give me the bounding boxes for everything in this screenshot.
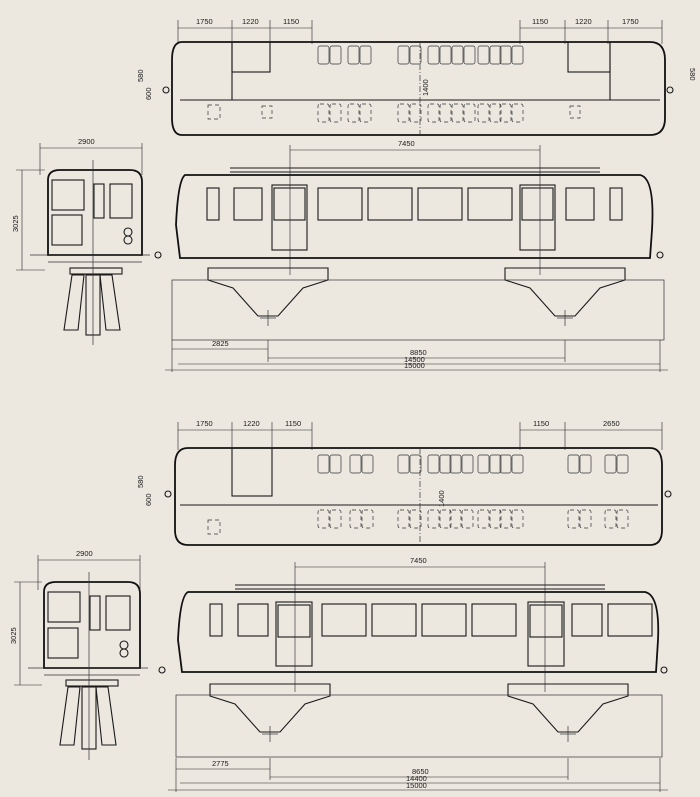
front-dimensions-upper: 2900 3025 bbox=[11, 137, 143, 271]
side-dimensions-lower: 2775 8650 14400 15000 bbox=[168, 758, 668, 792]
dim-1220: 1220 bbox=[242, 17, 259, 26]
dim-7450-lower: 7450 bbox=[410, 556, 427, 565]
dim-15000-lower: 15000 bbox=[406, 781, 427, 790]
side-view-lower: 7450 bbox=[158, 556, 668, 758]
dim-600-lower: 600 bbox=[144, 493, 153, 506]
dim-1220-lower: 1220 bbox=[243, 419, 260, 428]
dim-1750-lower: 1750 bbox=[196, 419, 213, 428]
dim-1400: 1400 bbox=[421, 79, 430, 96]
dim-1400-lower: 1400 bbox=[437, 490, 446, 507]
dim-580-left: 580 bbox=[136, 69, 145, 82]
dim-2650: 2650 bbox=[603, 419, 620, 428]
plan-dimensions-lower: 1750 1220 1150 1150 2650 580 600 1400 bbox=[136, 419, 663, 507]
dim-580-right: 580 bbox=[688, 68, 697, 81]
dim-2775: 2775 bbox=[212, 759, 229, 768]
dim-14400: 14400 bbox=[406, 774, 427, 783]
side-view-upper: 7450 bbox=[154, 139, 665, 341]
plan-view-lower bbox=[164, 447, 672, 546]
dim-2900-lower: 2900 bbox=[76, 549, 93, 558]
dim-600: 600 bbox=[144, 87, 153, 100]
dim-8650: 8650 bbox=[412, 767, 429, 776]
dim-1750: 1750 bbox=[196, 17, 213, 26]
dim-1150: 1150 bbox=[283, 17, 299, 26]
dim-3025: 3025 bbox=[11, 215, 20, 232]
dim-1150-right: 1150 bbox=[532, 17, 548, 26]
dim-1150-lower-right: 1150 bbox=[533, 419, 549, 428]
dim-15000: 15000 bbox=[404, 361, 425, 370]
dim-580-lower: 580 bbox=[136, 475, 145, 488]
dim-2900: 2900 bbox=[78, 137, 95, 146]
plan-view-upper bbox=[162, 41, 674, 136]
dim-8850: 8850 bbox=[410, 348, 427, 357]
dim-1220-right: 1220 bbox=[575, 17, 592, 26]
dim-1150-lower: 1150 bbox=[285, 419, 301, 428]
dim-7450: 7450 bbox=[398, 139, 415, 148]
dim-2825: 2825 bbox=[212, 339, 229, 348]
front-dimensions-lower: 2900 3025 bbox=[9, 549, 141, 686]
front-view-upper bbox=[30, 160, 150, 345]
side-dimensions-upper: 2825 8850 14500 15000 bbox=[165, 339, 668, 372]
plan-dimensions-upper: 1750 1220 1150 1150 1220 1750 580 600 58… bbox=[136, 17, 697, 100]
dim-14500: 14500 bbox=[404, 355, 425, 364]
dim-1750-right: 1750 bbox=[622, 17, 639, 26]
dim-3025-lower: 3025 bbox=[9, 627, 18, 644]
front-view-lower bbox=[28, 572, 148, 760]
